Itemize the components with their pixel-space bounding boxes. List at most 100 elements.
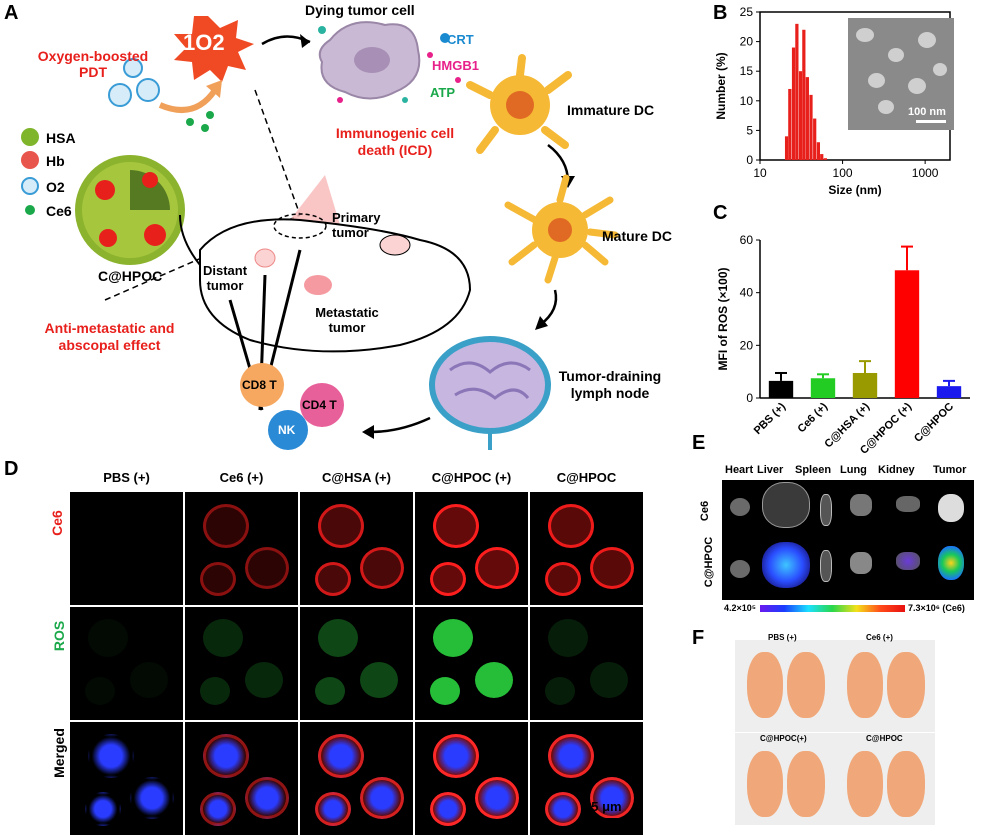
legend-o2-label: O2 — [46, 179, 65, 195]
metastatic-tumor-label: Metastatic tumor — [315, 305, 379, 335]
column-label: PBS (+) — [103, 470, 150, 485]
o2-legend-icon — [21, 177, 39, 195]
y-tick-label: 15 — [740, 64, 754, 78]
panel-a-label: A — [4, 2, 19, 24]
microscopy-cell — [415, 492, 528, 605]
immature-dc-label: Immature DC — [567, 102, 655, 118]
cd4-t-cell — [300, 383, 344, 427]
mature-dc-label: Mature DC — [602, 228, 673, 244]
hmgb1-label: HMGB1 — [432, 58, 479, 73]
atp-label: ATP — [430, 85, 456, 100]
histogram-bar — [791, 47, 796, 160]
hsa-legend-icon — [21, 128, 39, 146]
microscopy-cell — [300, 607, 413, 720]
orange-arrow — [158, 88, 218, 113]
y-tick-label: 0 — [746, 153, 753, 167]
microscopy-cell — [300, 492, 413, 605]
y-axis-label: Number (%) — [714, 52, 728, 119]
column-label: C@HPOC — [556, 470, 617, 485]
microscopy-cell — [70, 607, 183, 720]
microscopy-cell — [70, 722, 183, 835]
row-label-merged: Merged — [50, 728, 67, 778]
histogram-bar — [823, 158, 828, 160]
f-label-chpoc-plus: C@HPOC(+) — [760, 734, 807, 743]
row-label-ros: ROS — [51, 620, 68, 652]
histogram-bar — [816, 142, 821, 160]
microscopy-cell — [415, 607, 528, 720]
column-label: C@HSA (+) — [322, 470, 391, 485]
color-scale-bar — [760, 605, 905, 612]
y-axis-label: MFI of ROS (×100) — [716, 267, 730, 370]
nk-cell — [268, 410, 308, 450]
singlet-oxygen-label: 1O2 — [183, 30, 225, 55]
o2-bubble — [123, 58, 143, 78]
histogram-bar — [802, 29, 806, 161]
crt-label: CRT — [447, 32, 474, 47]
microscopy-cell — [530, 722, 643, 835]
nanoparticle-label: C@HPOC — [98, 268, 163, 284]
lymph-node-label: Tumor-draining lymph node — [558, 368, 662, 401]
microscopy-cell — [185, 607, 298, 720]
f-label-pbs: PBS (+) — [768, 633, 797, 642]
lung-image-chpoc-plus — [735, 733, 835, 825]
lung-image-chpoc — [835, 733, 935, 825]
microscopy-cell — [530, 607, 643, 720]
y-tick-label: 60 — [740, 233, 754, 247]
bar — [810, 378, 836, 398]
ce6-legend-icon — [25, 205, 35, 215]
lung-image-ce6 — [835, 640, 935, 732]
histogram-bar — [788, 88, 792, 160]
column-label: Ce6 (+) — [219, 470, 264, 485]
row-label-ce6: Ce6 — [48, 510, 65, 536]
y-tick-label: 10 — [740, 94, 754, 108]
column-label: C@HPOC (+) — [431, 470, 512, 485]
histogram-bar — [813, 118, 817, 160]
bar — [936, 386, 962, 398]
histogram-bar — [784, 136, 789, 160]
dying-tumor-cell-label: Dying tumor cell — [305, 2, 415, 18]
microscopy-cell — [415, 722, 528, 835]
panel-c-label: C — [713, 202, 728, 224]
o2-bubble — [136, 78, 160, 102]
y-tick-label: 20 — [740, 35, 754, 49]
lung-image-pbs — [735, 640, 835, 732]
color-scale-max: 7.3×10⁶ (Ce6) — [908, 603, 965, 613]
bar — [768, 380, 794, 398]
e-row-label-ce6: Ce6 — [699, 500, 712, 522]
f-label-ce6: Ce6 (+) — [866, 633, 893, 642]
scale-bar — [586, 818, 630, 821]
anti-metastatic-label: Anti-metastatic and abscopal effect — [44, 320, 175, 353]
microscopy-cell — [185, 722, 298, 835]
hb-legend-icon — [21, 151, 39, 169]
distant-tumor-label: Distant tumor — [202, 263, 248, 293]
tem-inset-image: 100 nm — [848, 18, 954, 130]
bar — [894, 270, 920, 398]
schematic-graphics — [21, 16, 619, 450]
panel-b-label: B — [713, 2, 728, 24]
cd4-label: CD4 T — [302, 398, 337, 412]
inset-scale-bar — [916, 120, 946, 123]
category-label: Ce6 (+) — [795, 400, 830, 435]
histogram-bar — [805, 77, 809, 160]
microscopy-cell — [530, 492, 643, 605]
inset-scale-label: 100 nm — [908, 106, 946, 118]
y-tick-label: 5 — [746, 123, 753, 137]
panel-f-label: F — [692, 627, 705, 649]
primary-tumor-label: Primary tumor — [332, 210, 381, 240]
legend-hb-label: Hb — [46, 153, 65, 169]
bar — [852, 372, 878, 398]
histogram-bar — [795, 23, 799, 161]
cd8-t-cell — [240, 363, 284, 407]
y-tick-label: 40 — [740, 286, 754, 300]
microscopy-cell — [185, 492, 298, 605]
x-tick-label: 100 — [833, 166, 853, 180]
singlet-oxygen-burst-icon — [174, 16, 254, 82]
oxygen-boosted-pdt-label: Oxygen-boosted PDT — [37, 48, 149, 80]
organ-label: Tumor — [933, 464, 967, 476]
organ-label: Spleen — [795, 464, 832, 476]
icd-label: Immunogenic cell death (ICD) — [335, 125, 455, 158]
panel-d-label: D — [4, 458, 19, 480]
organ-label: Heart — [725, 464, 754, 476]
microscopy-cell — [70, 492, 183, 605]
